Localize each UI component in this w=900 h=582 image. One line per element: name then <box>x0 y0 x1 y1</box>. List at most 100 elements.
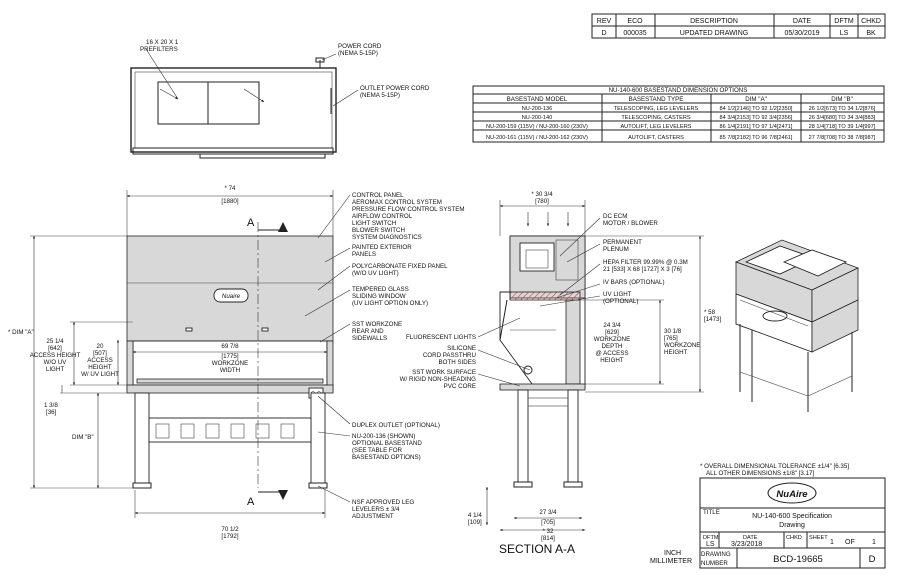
drawing-title-line1: NU-140-600 Specification <box>752 513 832 520</box>
callout-control-panel: CONTROL PANEL <box>352 192 404 199</box>
table-cell: NU-200-159 (115V) / NU-200-160 (230V) <box>486 124 588 130</box>
callout-control-panel-2: AEROMAX CONTROL SYSTEM <box>352 199 442 206</box>
table-cell: 86 1/4[2191] TO 97 1/4[2471] <box>720 124 793 130</box>
section-depth-mm: [780] <box>535 198 549 205</box>
table-cell: NU-200-136 <box>522 106 552 112</box>
callout-leg-levelers-2: LEVELERS ± 3/4 <box>352 506 400 513</box>
callout-painted-exterior-2: PANELS <box>352 251 376 258</box>
table-cell: TELESCOPING, LEG LEVELERS <box>614 106 699 112</box>
basestand-header-dim-a: DIM "A" <box>745 96 767 103</box>
table-cell: 28 1/4[718] TO 39 1/4[997] <box>809 124 876 130</box>
logo-text: NuAire <box>776 489 808 500</box>
base-depth-dim: 27 3/4 <box>539 509 557 516</box>
callout-plenum: PERMANENT <box>603 239 642 246</box>
power-cord-type-label: (NEMA 5-15P) <box>338 50 378 57</box>
callout-basestand-4: BASESTAND OPTIONS) <box>352 454 421 461</box>
callout-sst-workzone: SST WORKZONE <box>352 321 402 328</box>
rev-value-rev: D <box>601 30 606 37</box>
callout-leg-levelers: NSF APPROVED LEG <box>352 499 414 506</box>
overall-depth-mm: [814] <box>541 535 555 542</box>
chkd-label: CHKD <box>786 535 802 541</box>
access-uv-label-3: LIGHT <box>46 366 64 373</box>
drawing-number-label-2: NUMBER <box>701 560 728 567</box>
workzone-depth-mm: [629] <box>605 329 619 336</box>
basestand-header-model: BASESTAND MODEL <box>507 96 568 103</box>
table-cell: NU-200-161 (115V) / NU-200-162 (230V) <box>486 135 588 141</box>
dftm-value: LS <box>706 541 715 548</box>
of-label: OF <box>845 539 855 546</box>
table-cell: AUTOLIFT, LEG LEVELERS <box>620 124 691 130</box>
drawing-number: BCD-19665 <box>773 554 823 565</box>
workzone-height-label-2: HEIGHT <box>664 349 688 356</box>
workzone-width-mm: [1775] <box>221 353 238 360</box>
front-view: * 74 [1880] Nuaire 70 1/2 <box>8 185 465 540</box>
access-uv-dim: 25 1/4 <box>46 338 64 345</box>
callout-control-panel-5: LIGHT SWITCH <box>352 220 396 227</box>
callout-control-panel-7: SYSTEM DIAGNOSTICS <box>352 234 422 241</box>
rev-header-chkd: CHKD <box>861 18 881 25</box>
callout-fluorescent: FLUORESCENT LIGHTS <box>406 334 476 341</box>
access-nouv-label-3: W/ UV LIGHT <box>81 371 119 378</box>
callout-painted-exterior: PAINTED EXTERIOR <box>352 244 412 251</box>
base-offset-dim: 4 1/4 <box>468 512 482 519</box>
small-dim: 1 3/8 <box>44 402 58 409</box>
table-cell: 26 1/2[673] TO 34 1/2[876] <box>809 106 876 112</box>
section-title: SECTION A-A <box>499 542 575 556</box>
isometric-view <box>734 239 860 412</box>
title-block: NuAire TITLE NU-140-600 Specification Dr… <box>699 477 886 569</box>
sheet-total: 1 <box>872 539 876 546</box>
prefilters-label: PREFILTERS <box>140 46 178 53</box>
table-cell: 85 7/8[2182] TO 96 7/8[2461] <box>720 135 793 141</box>
callout-control-panel-3: PRESSURE FLOW CONTROL SYSTEM <box>352 206 465 213</box>
rev-header-date: DATE <box>793 18 811 25</box>
base-width-dim: 70 1/2 <box>221 526 239 533</box>
table-cell: NU-200-140 <box>522 115 552 121</box>
callout-silicone: SILICONE <box>447 345 476 352</box>
prefilters-size-label: 16 X 20 X 1 <box>146 39 179 46</box>
rev-header-eco: ECO <box>627 18 643 25</box>
revision-block: REV ECO DESCRIPTION DATE DFTM CHKD D 000… <box>591 13 886 39</box>
workzone-depth-label-4: HEIGHT <box>600 357 624 364</box>
access-uv-label: ACCESS HEIGHT <box>30 352 81 359</box>
drawing-number-label: DRAWING <box>701 551 731 558</box>
access-nouv-label-2: HEIGHT <box>88 364 112 371</box>
callout-tempered-glass-2: SLIDING WINDOW <box>352 293 406 300</box>
nuaire-logo: NuAire <box>767 482 817 504</box>
rev-value-dftm: LS <box>840 30 849 37</box>
date-label: DATE <box>743 535 758 541</box>
workzone-depth-label-2: DEPTH <box>602 343 623 350</box>
callout-dc-ecm-2: MOTOR / BLOWER <box>603 220 658 227</box>
rev-value-eco: 000035 <box>623 30 646 37</box>
workzone-height-mm: [765] <box>664 335 678 342</box>
outlet-cord-label: OUTLET POWER CORD <box>360 85 430 92</box>
units-inch: INCH <box>664 550 681 557</box>
access-nouv-label: ACCESS <box>87 357 112 364</box>
base-offset-mm: [109] <box>468 519 482 526</box>
basestand-table: NU-140-600 BASESTAND DIMENSION OPTIONS B… <box>472 85 885 143</box>
drawing-rev: D <box>869 554 876 565</box>
callout-tempered-glass: TEMPERED GLASS <box>352 286 409 293</box>
workzone-height-label: WORKZONE <box>664 342 700 349</box>
workzone-depth-label: WORKZONE <box>594 336 630 343</box>
workzone-height-dim: 30 1/8 <box>664 328 682 335</box>
callout-polycarbonate: POLYCARBONATE FIXED PANEL <box>352 263 448 270</box>
callout-basestand-2: OPTIONAL BASESTAND <box>352 440 422 447</box>
dim-a-label: * DIM "A" <box>8 329 34 336</box>
workzone-width-label: WORKZONE <box>212 360 248 367</box>
rev-header-rev: REV <box>597 18 612 25</box>
callout-sst-workzone-2: REAR AND <box>352 328 384 335</box>
callout-leg-levelers-3: ADJUSTMENT <box>352 513 394 520</box>
rev-value-description: UPDATED DRAWING <box>680 30 748 37</box>
units-millimeter: MILLIMETER <box>650 558 692 565</box>
callout-dc-ecm: DC ECM <box>603 213 627 220</box>
access-uv-label-2: W/O UV <box>44 359 68 366</box>
callout-hepa: HEPA FILTER 99.99% @ 0.3M <box>603 259 688 266</box>
rev-value-date: 05/30/2019 <box>784 30 819 37</box>
workzone-depth-dim: 24 3/4 <box>603 322 621 329</box>
overall-width-mm: [1880] <box>221 198 238 205</box>
callout-sst-workzone-3: SIDEWALLS <box>352 335 387 342</box>
table-cell: 84 1/2[2146] TO 92 1/2[2350] <box>720 106 793 112</box>
section-marker-top: A <box>247 217 255 229</box>
callout-work-surface-2: W/ RIGID NON-SHEADING <box>400 376 477 383</box>
